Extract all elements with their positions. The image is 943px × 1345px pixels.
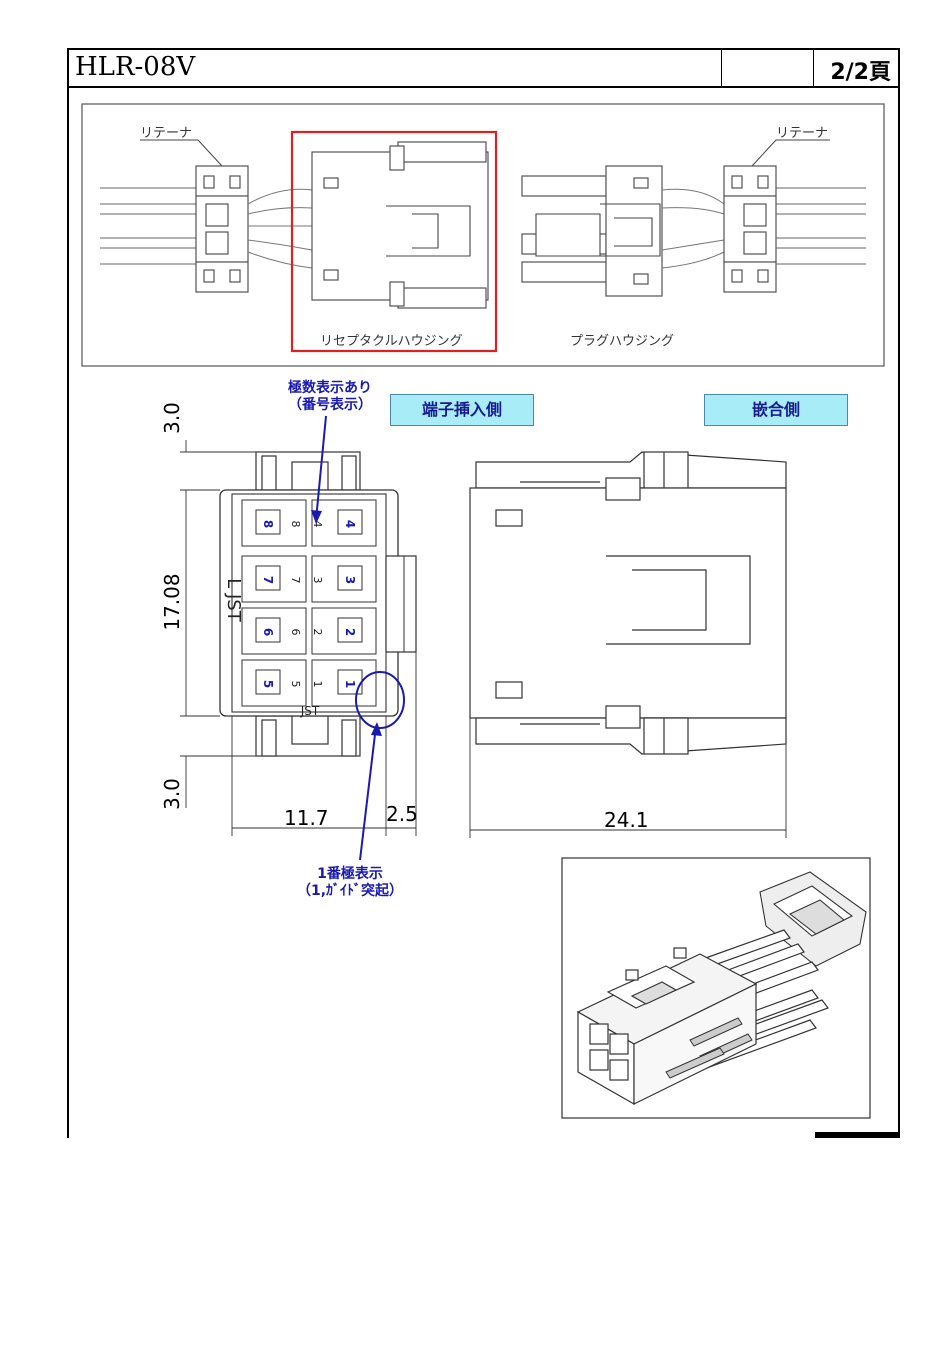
inner-number: 2: [311, 629, 324, 636]
receptacle-housing: [311, 141, 489, 309]
dim-body-height: 17.08: [160, 573, 184, 631]
retainer-left-label: リテーナ: [140, 126, 193, 141]
left-cables: [100, 187, 196, 265]
left-retainer-leader: [140, 139, 223, 167]
polarity-note-line2: （番号表示）: [288, 397, 372, 413]
title-page-cell: 2/2頁: [813, 50, 899, 86]
inner-number: 5: [289, 681, 302, 688]
front-top-latch: [255, 451, 361, 491]
inner-number: 6: [289, 629, 302, 636]
pin1-note-line1: 1番極表示: [317, 866, 383, 882]
side-view: [469, 451, 787, 755]
pin1-note: 1番極表示 （1,ｶﾞｲﾄﾞ突起）: [290, 866, 410, 900]
pin1-highlight-circle: [355, 671, 405, 729]
iso-view: [561, 857, 871, 1119]
pin1-leader: [359, 725, 377, 861]
cavity-number: 4: [343, 520, 357, 528]
inner-number: 1: [311, 681, 324, 688]
cavity-number: 2: [343, 628, 357, 636]
title-bar: HLR-08V 2/2頁: [67, 48, 900, 88]
receptacle-housing-label: リセプタクルハウジング: [320, 334, 463, 349]
cavity-numbers-left: 8 7 6 5: [261, 520, 275, 688]
polarity-leader: [315, 415, 327, 521]
cavity-numbers-inner: 8 7 6 5 4 3 2 1: [289, 521, 324, 688]
inner-number: 7: [289, 577, 302, 584]
dim-body-width: 11.7: [284, 806, 329, 830]
cavity-number: 8: [261, 520, 275, 528]
cavity-number: 3: [343, 576, 357, 584]
part-number: HLR-08V: [75, 52, 196, 82]
page-label: 2/2頁: [830, 60, 891, 85]
polarity-note: 極数表示あり （番号表示）: [272, 380, 388, 414]
iso-terminals: [665, 1017, 753, 1079]
right-wires: [661, 188, 725, 269]
inner-number: 3: [311, 577, 324, 584]
front-right-guide: [385, 555, 417, 653]
cavity-number: 1: [343, 680, 357, 688]
cavity-numbers-right: 4 3 2 1: [343, 520, 357, 688]
pin1-note-line2: （1,ｶﾞｲﾄﾞ突起）: [296, 883, 404, 899]
front-view: [219, 451, 417, 757]
side-dimension-lines: [469, 718, 787, 838]
retainer-right-label: リテーナ: [776, 126, 829, 141]
right-retainer-leader: [751, 139, 830, 167]
top-assembly-view: [81, 103, 885, 367]
left-retainer: [195, 165, 249, 293]
left-wires: [247, 188, 313, 269]
maker-mark: JST: [300, 704, 320, 718]
side-mark: L JST: [223, 578, 244, 622]
title-blank-cell: [721, 50, 814, 86]
cavity-number: 5: [261, 680, 275, 688]
plug-housing-label: プラグハウジング: [570, 334, 675, 349]
front-bottom-latch: [255, 715, 361, 757]
cavity-number: 7: [261, 576, 275, 584]
polarity-note-line1: 極数表示あり: [288, 380, 372, 396]
right-cables: [776, 187, 866, 265]
iso-housing: [576, 947, 758, 1106]
dim-guide-width: 2.5: [386, 802, 418, 826]
plug-housing: [521, 165, 663, 297]
cavity-number: 6: [261, 628, 275, 636]
frame-bottom-mark: [815, 1132, 900, 1138]
inner-number: 8: [289, 521, 302, 528]
terminal-side-tag: 端子挿入側: [390, 394, 534, 426]
dim-bottom-height: 3.0: [160, 778, 184, 810]
front-cavities: [241, 499, 377, 707]
receptacle-highlight: [290, 130, 498, 353]
iso-retainer: [759, 871, 867, 967]
right-retainer: [723, 165, 777, 293]
dim-top-height: 3.0: [160, 402, 184, 434]
front-dimension-lines: [180, 440, 417, 836]
dim-side-length: 24.1: [604, 808, 649, 832]
mating-side-tag: 嵌合側: [704, 394, 848, 426]
inner-number: 4: [311, 521, 324, 528]
